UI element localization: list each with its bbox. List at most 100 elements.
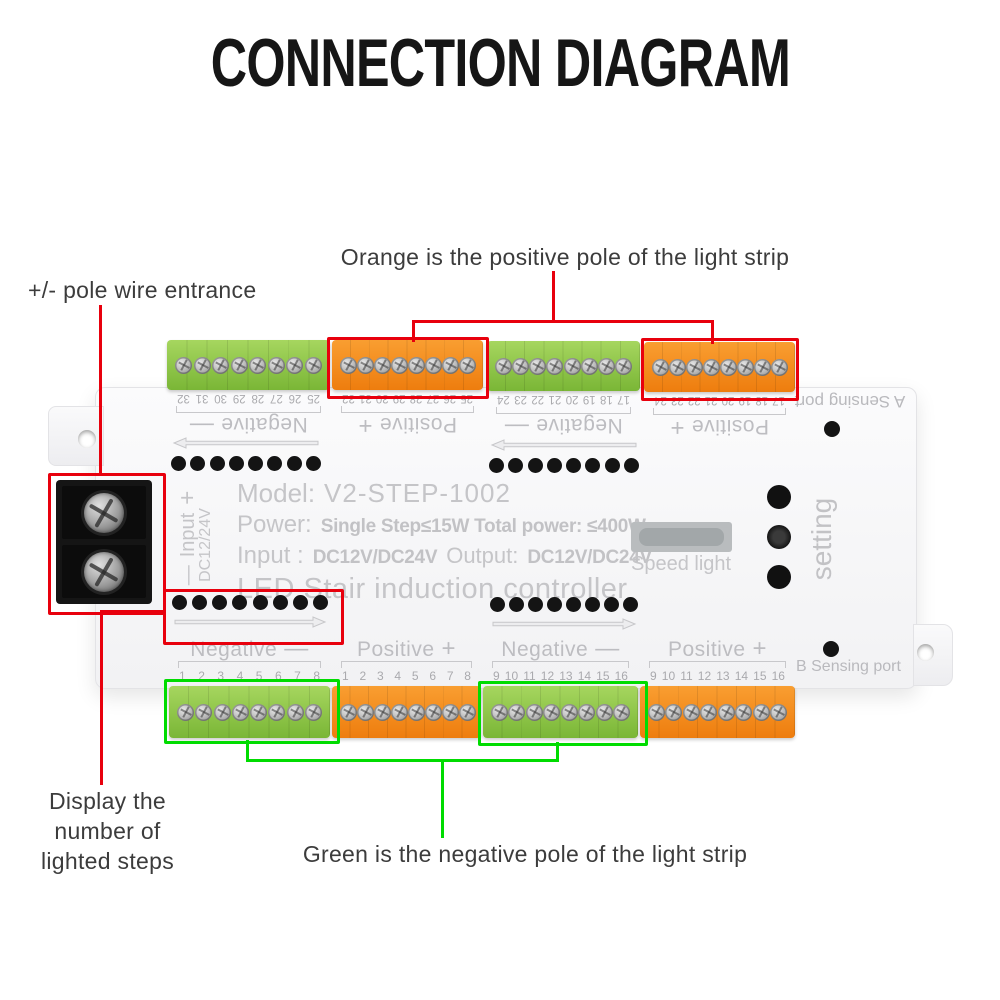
polarity-text: Positive: [691, 415, 770, 438]
sensing-port-a-label: A Sensing port: [794, 392, 906, 411]
number-bracket: [341, 661, 472, 668]
polarity-text: Negative: [220, 413, 308, 436]
number-bracket: [178, 661, 321, 668]
green-connector-line: [246, 759, 559, 762]
model-label: Model:: [237, 478, 316, 508]
led-indicator-group-bottom-right: [490, 597, 638, 630]
direction-arrow-left-icon: [490, 439, 637, 451]
number-bracket: [341, 406, 474, 413]
pole-entrance-note: +/- pole wire entrance: [28, 277, 257, 303]
input-label: Input :: [237, 542, 304, 569]
red-connector-line: [412, 320, 415, 342]
direction-arrow-right-icon: [492, 618, 637, 630]
terminal-block: [332, 686, 481, 738]
red-highlight-box-top-positive-right: [641, 338, 799, 401]
page-title-wrap: CONNECTION DIAGRAM: [0, 24, 1000, 102]
power-input-terminal: [56, 480, 152, 604]
polarity-sign: +: [357, 412, 373, 439]
setting-button-up: [767, 485, 791, 509]
number-bracket: [176, 406, 321, 413]
led-indicator-row: [490, 597, 638, 612]
direction-arrow-left-icon: [172, 437, 319, 449]
model-value: V2-STEP-1002: [324, 478, 511, 508]
direction-arrow-right-icon: [174, 616, 327, 628]
screw-icon: [84, 492, 124, 533]
led-indicator-row: [171, 456, 321, 471]
red-highlight-box-top-positive-left: [327, 337, 489, 399]
polarity-label: Positive +: [640, 635, 795, 662]
polarity-text: Positive: [667, 638, 746, 661]
red-highlight-box-led-row: [163, 589, 344, 645]
polarity-sign: +: [752, 635, 768, 662]
polarity-sign: —: [595, 635, 620, 662]
polarity-text: Negative: [535, 414, 623, 437]
mounting-hole-right: [917, 644, 934, 661]
red-connector-line: [711, 320, 714, 344]
led-indicator-group-top-right: [489, 439, 639, 473]
indicator-dot-b: [823, 641, 839, 657]
green-connector-line: [246, 740, 249, 761]
red-connector-line: [100, 610, 163, 613]
polarity-text: Negative: [501, 638, 589, 661]
terminal-block: [169, 686, 330, 738]
terminal-cell: [62, 545, 146, 598]
number-bracket: [496, 407, 631, 414]
terminal-block: [332, 340, 483, 390]
led-indicator-group-bottom-left: [172, 595, 328, 628]
green-connector-line: [556, 742, 559, 761]
power-value: Single Step≤15W Total power: ≤400W: [320, 516, 646, 537]
red-connector-line: [99, 305, 102, 475]
power-input-label: — Input +: [174, 486, 201, 590]
screw-icon: [84, 551, 124, 592]
number-bracket: [653, 408, 786, 415]
terminal-block: [167, 340, 330, 390]
led-indicator-group-top-left: [171, 437, 321, 471]
green-negative-note: Green is the negative pole of the light …: [302, 841, 748, 867]
input-value: DC12V/DC24V: [312, 547, 438, 568]
green-highlight-box-negative-right: [478, 681, 648, 746]
polarity-text: Positive: [356, 638, 435, 661]
note-line: lighted steps: [40, 848, 175, 874]
setting-label: setting: [806, 497, 837, 581]
polarity-label: Negative —: [487, 413, 640, 440]
note-line: Display the: [48, 788, 167, 814]
polarity-label: Positive +: [644, 414, 795, 441]
polarity-label: Positive +: [332, 635, 481, 662]
red-highlight-box-power-terminal: [48, 473, 166, 615]
board-specs: Model: V2-STEP-1002 Power: Single Step≤1…: [237, 478, 652, 606]
terminal-cell: [62, 486, 146, 539]
indicator-dot-a: [824, 421, 840, 437]
terminal-block: [640, 686, 795, 738]
polarity-text: Positive: [379, 413, 458, 436]
led-indicator-row: [489, 458, 639, 473]
speed-light-label: Speed light: [631, 553, 732, 575]
setting-button-down: [767, 565, 791, 589]
orange-positive-note: Orange is the positive pole of the light…: [340, 244, 790, 270]
page-title: CONNECTION DIAGRAM: [210, 25, 790, 101]
number-bracket: [649, 661, 786, 668]
speed-light-display: [631, 522, 732, 552]
polarity-label: Positive +: [332, 412, 483, 439]
red-connector-line: [100, 610, 103, 785]
polarity-sign: +: [669, 414, 685, 441]
led-indicator-row: [172, 595, 328, 610]
power-input-voltage: DC12/24V: [197, 508, 214, 582]
sensing-port-b-label: B Sensing port: [796, 658, 901, 675]
lcd-screen: [639, 528, 724, 546]
polarity-sign: —: [189, 412, 214, 439]
terminal-block: [483, 686, 638, 738]
green-connector-line: [441, 759, 444, 838]
